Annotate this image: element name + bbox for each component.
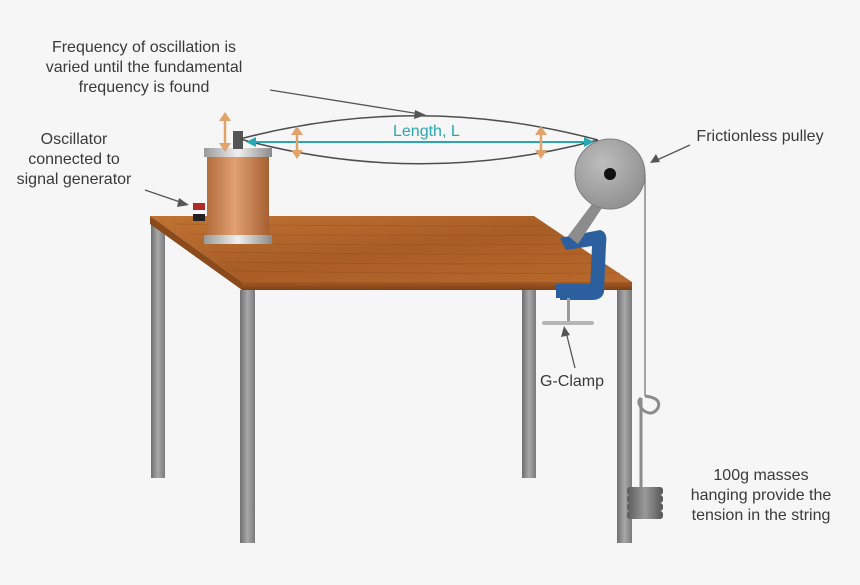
table-leg-back-left [151, 222, 165, 478]
table-front-edge [242, 282, 632, 290]
pulley-arm [568, 196, 606, 244]
terminal-black [193, 214, 205, 221]
oscillator-label: Oscillator connected to signal generator [16, 131, 132, 188]
length-arrow [246, 137, 594, 147]
terminal-red [193, 203, 205, 210]
hanging-masses [627, 487, 663, 519]
pulley-label: Frictionless pulley [696, 128, 824, 145]
table-leg-back-right [522, 288, 536, 478]
masses-label: 100g masses hanging provide the tension … [690, 467, 832, 524]
table-leg-front-left [240, 290, 255, 543]
mass-hanger-hook [637, 394, 661, 488]
frequency-label: Frequency of oscillation is varied until… [45, 39, 243, 96]
pulley-axle [604, 168, 616, 180]
table-top [150, 216, 632, 282]
amplitude-arrows [219, 112, 547, 159]
g-clamp-label: G-Clamp [539, 373, 604, 390]
pointer-arrows [144, 89, 691, 369]
table-leg-front-right [617, 290, 632, 543]
table-side-edge [150, 216, 242, 290]
oscillator [193, 131, 272, 244]
g-clamp [542, 230, 607, 325]
vibrating-string-lower [239, 138, 599, 165]
length-label: Length, L [393, 123, 460, 140]
